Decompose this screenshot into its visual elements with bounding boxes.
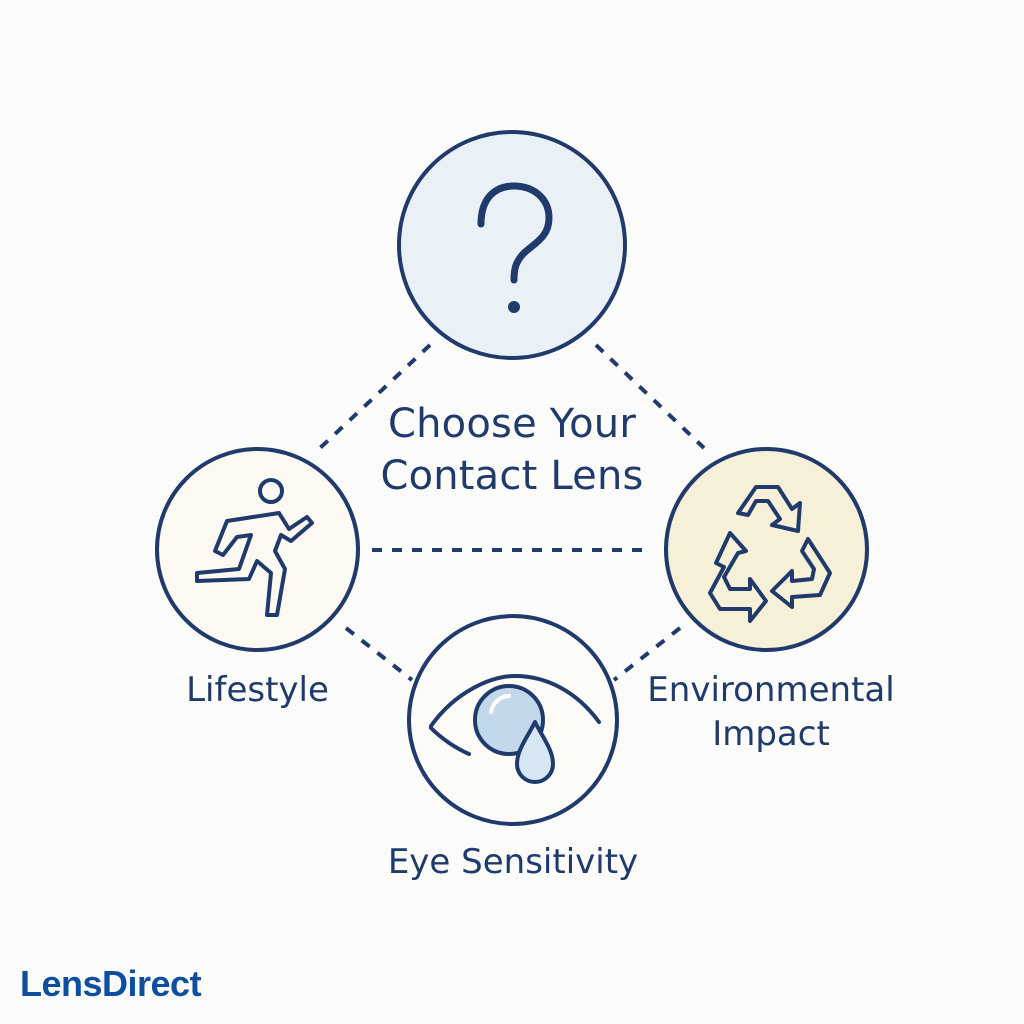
connector-center-lifestyle	[318, 343, 432, 450]
connector-center-environmental	[594, 343, 706, 450]
environmental-impact-node	[664, 447, 869, 652]
title-line-2: Contact Lens	[380, 453, 644, 499]
brand-logo: LensDirect	[20, 963, 202, 1004]
lifestyle-label: Lifestyle	[186, 670, 329, 710]
recycle-icon	[708, 485, 832, 623]
connector-lifestyle-eye	[344, 626, 414, 682]
environmental-impact-label: Environmental Impact	[626, 668, 916, 756]
connector-environmental-eye	[612, 626, 682, 682]
lifestyle-node	[155, 447, 360, 652]
running-person-icon	[195, 478, 314, 617]
environmental-label-line-1: Environmental	[647, 670, 895, 710]
environmental-label-line-2: Impact	[712, 714, 830, 754]
diagram-title: Choose Your Contact Lens	[312, 398, 712, 502]
eye-sensitivity-label: Eye Sensitivity	[387, 842, 639, 882]
title-line-1: Choose Your	[388, 401, 636, 447]
eye-teardrop-icon	[429, 674, 601, 784]
center-question-node	[397, 130, 627, 360]
question-mark-icon	[477, 182, 553, 313]
eye-sensitivity-node	[407, 614, 619, 826]
